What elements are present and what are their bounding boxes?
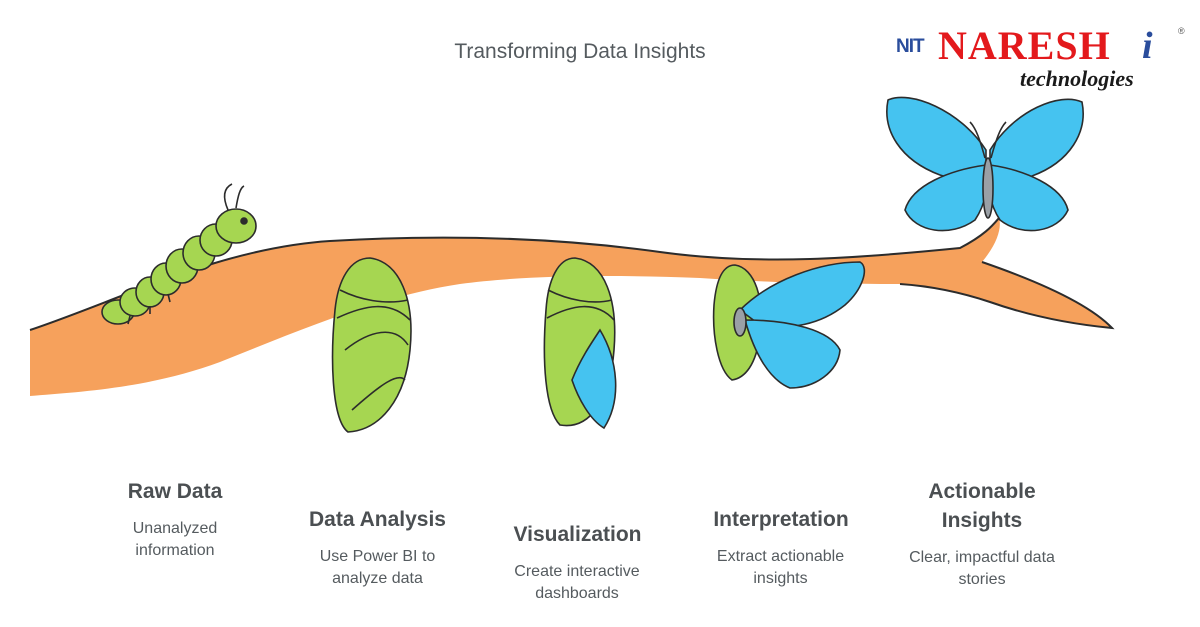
stage-name: Visualization <box>513 523 642 546</box>
stage-description: Clear, impactful data stories <box>909 549 1055 588</box>
logo-registered-mark: ® <box>1178 26 1185 36</box>
stage-data-analysis: Data Analysis Use Power BI to analyze da… <box>285 505 470 590</box>
logo-mark: NIT <box>896 36 925 57</box>
stage-name: Interpretation <box>713 508 849 531</box>
stage-description: Extract actionable insights <box>716 548 845 587</box>
caterpillar-icon <box>101 183 257 325</box>
logo-brand-suffix: i <box>1142 25 1153 67</box>
stage-description: Create interactive dashboards <box>514 563 640 602</box>
stage-raw-data: Raw Data Unanalyzed information <box>85 477 265 562</box>
stage-description: Use Power BI to analyze data <box>319 548 436 587</box>
stage-visualization: Visualization Create interactive dashboa… <box>485 520 670 605</box>
logo-tagline: technologies <box>1020 66 1134 91</box>
cocoon-icon <box>331 257 412 433</box>
chrysalis-icon <box>543 257 617 430</box>
stage-name: Actionable Insights <box>928 480 1036 532</box>
stage-description: Unanalyzed information <box>132 520 218 559</box>
emerging-butterfly-icon <box>712 261 866 389</box>
logo-brand: NARESH <box>938 23 1111 68</box>
stage-name: Data Analysis <box>309 508 446 531</box>
butterfly-icon <box>886 96 1084 232</box>
stage-name: Raw Data <box>127 480 223 503</box>
diagram-title: Transforming Data Insights <box>454 40 706 63</box>
brand-logo: NIT NARESH i ® technologies <box>892 16 1192 96</box>
stage-interpretation: Interpretation Extract actionable insigh… <box>686 505 876 590</box>
stage-actionable-insights: Actionable Insights Clear, impactful dat… <box>892 477 1072 591</box>
